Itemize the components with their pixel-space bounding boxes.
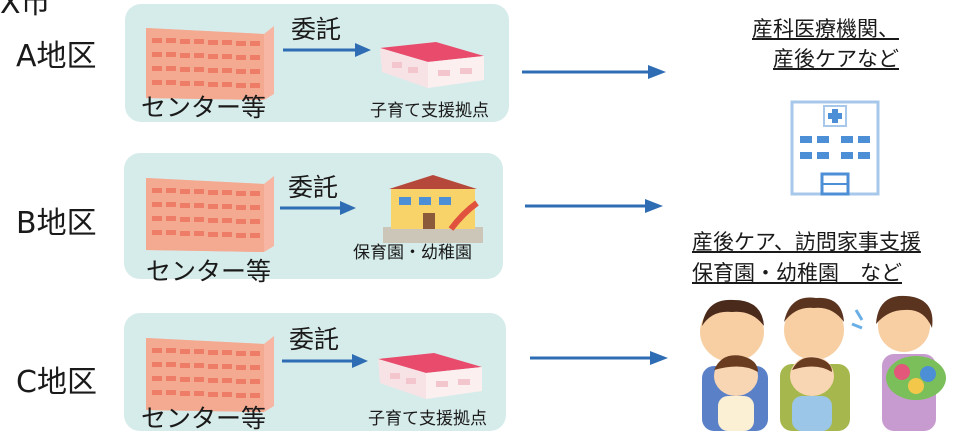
delegate-arrow-c	[282, 354, 368, 368]
center-building-icon	[146, 336, 274, 412]
flow-arrow-b	[525, 199, 663, 213]
delegate-arrow-a	[283, 43, 371, 57]
service-label-top-1: 産科医療機関、	[752, 17, 899, 41]
flow-arrow-a	[522, 65, 666, 79]
family-illustration-icon	[700, 295, 946, 431]
center-label-a: センター等	[141, 93, 267, 122]
service-label-top-2: 産後ケアなど	[773, 47, 899, 71]
hospital-icon	[790, 100, 880, 196]
delegate-label-b: 委託	[288, 173, 339, 202]
delegate-label-c: 委託	[289, 325, 340, 354]
center-label-b: センター等	[146, 257, 272, 286]
target-label-b: 保育園・幼稚園	[353, 243, 472, 263]
service-label-bottom-1: 産後ケア、訪問家事支援	[692, 230, 921, 254]
delegate-arrow-b	[280, 201, 356, 215]
district-label-c: C地区	[16, 365, 97, 400]
district-label-a: A地区	[16, 39, 97, 74]
center-building-icon	[146, 176, 274, 252]
target-label-a: 子育て支援拠点	[370, 101, 489, 121]
center-building-icon	[146, 26, 274, 100]
delegate-label-a: 委託	[291, 15, 342, 44]
city-label: X市	[0, 0, 51, 21]
service-label-bottom-2: 保育園・幼稚園 など	[692, 261, 902, 285]
house-icon	[378, 353, 482, 399]
kindergarten-icon	[383, 175, 483, 243]
flow-arrow-c	[530, 351, 668, 365]
house-icon	[380, 42, 484, 88]
district-label-b: B地区	[16, 206, 97, 241]
center-label-c: センター等	[141, 404, 267, 433]
target-label-c: 子育て支援拠点	[368, 409, 487, 429]
